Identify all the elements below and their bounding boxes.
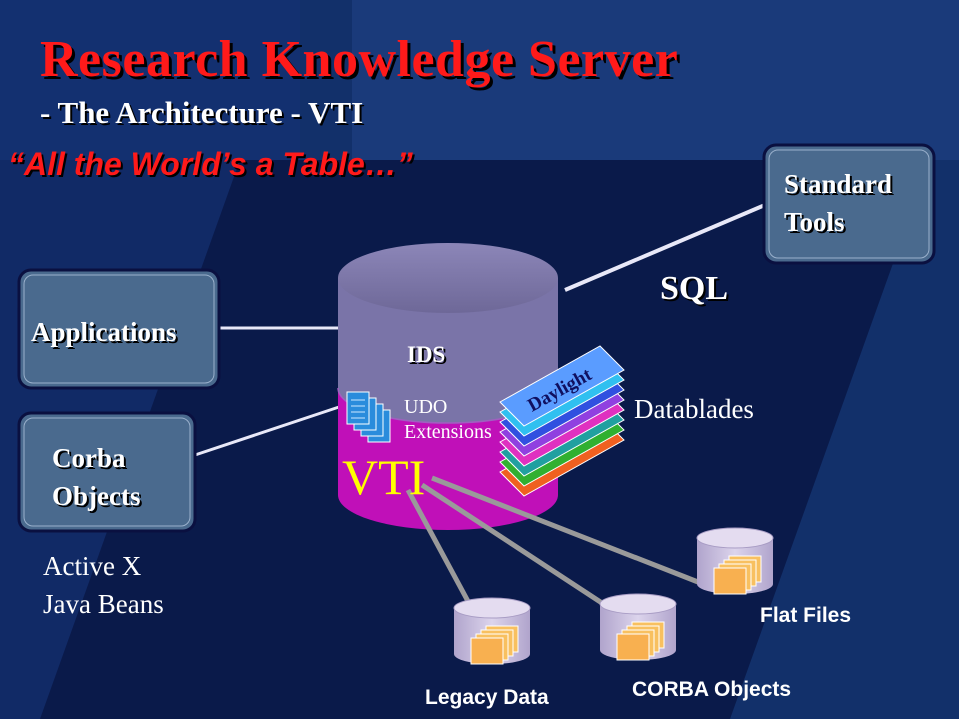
corba-objects-box-inner [23, 417, 191, 527]
applications-box[interactable] [17, 268, 221, 390]
background-panel-left [0, 0, 300, 160]
corba-objects-box-label: Corba Objects [52, 443, 141, 511]
folder-icon [616, 621, 665, 661]
standard-tools-label: Standard Tools [784, 169, 893, 237]
vti-label: VTI [342, 449, 426, 505]
document-stack-icon [346, 391, 391, 443]
corba-objects-cylinder[interactable] [599, 593, 677, 661]
background-panel-right-light [352, 0, 959, 160]
folder-icon [713, 555, 762, 595]
ids-cylinder[interactable] [337, 243, 559, 530]
line-standard-tools-to-ids [564, 203, 766, 292]
flat-files-cylinder[interactable] [696, 527, 774, 595]
corba-objects-box[interactable] [17, 411, 197, 533]
slide-tagline: “All the World’s a Table…” [8, 146, 413, 182]
legacy-data-label: Legacy Data [425, 686, 549, 709]
folder-icon [470, 625, 519, 665]
slide-subtitle: - The Architecture - VTI [40, 95, 364, 130]
client-technologies: Active X Java Beans [43, 551, 164, 619]
datablades-label: Datablades [634, 394, 754, 424]
ray-vti-to-legacy-data [405, 488, 473, 607]
daylight-layer [499, 345, 625, 427]
flat-files-label: Flat Files [760, 604, 852, 627]
applications-box-inner [23, 274, 215, 384]
ray-vti-to-corba-objects [420, 482, 607, 608]
sql-label: SQL [660, 270, 729, 307]
ids-label: IDS [407, 342, 446, 367]
standard-tools-box-inner [768, 149, 930, 259]
corba-objects-source-label: CORBA Objects [632, 678, 792, 701]
line-corba-objects-to-ids [194, 403, 346, 457]
datablades-stack[interactable]: Daylight [499, 345, 625, 497]
ray-vti-to-flat-files [431, 475, 699, 585]
standard-tools-box[interactable] [762, 143, 936, 265]
applications-label: Applications [31, 317, 177, 347]
legacy-data-cylinder[interactable] [453, 597, 531, 665]
slide-title: Research Knowledge Server [40, 31, 679, 88]
udo-extensions-label: UDO Extensions [404, 396, 492, 443]
